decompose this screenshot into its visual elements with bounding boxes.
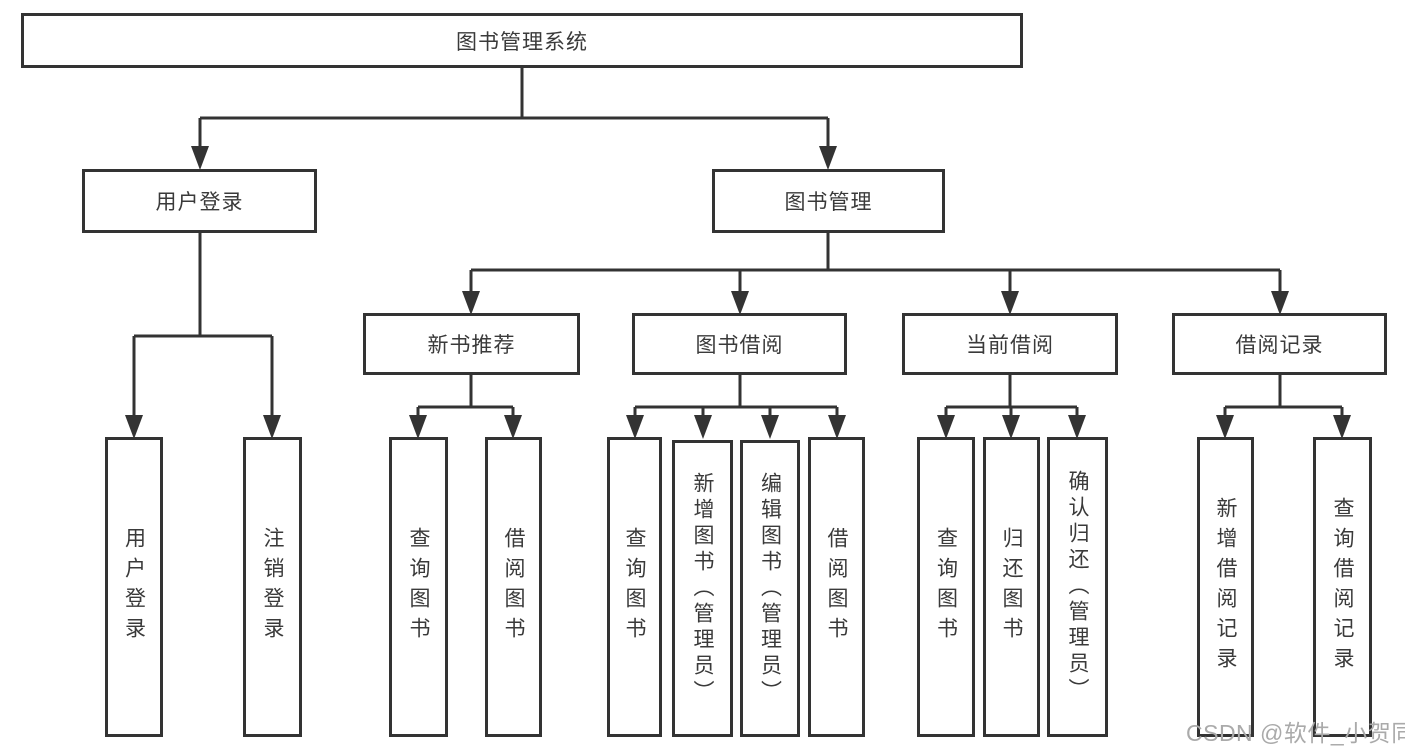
leaf-cb-confirm-return-admin: 确认归还（管理员） xyxy=(1047,437,1108,737)
leaf-logout-label: 注销登录 xyxy=(261,527,284,647)
connector-root-to-level2 xyxy=(191,68,837,170)
node-root: 图书管理系统 xyxy=(21,13,1023,68)
node-user-login: 用户登录 xyxy=(82,169,317,233)
leaf-nbr-query-books: 查询图书 xyxy=(389,437,448,737)
leaf-bb-query-books: 查询图书 xyxy=(607,437,662,737)
leaf-bb-borrow-books-label: 借阅图书 xyxy=(825,527,848,647)
leaf-cb-query-books-label: 查询图书 xyxy=(934,527,958,647)
leaf-br-add-record: 新增借阅记录 xyxy=(1197,437,1254,737)
node-borrow-records: 借阅记录 xyxy=(1172,313,1387,375)
leaf-user-login: 用户登录 xyxy=(105,437,163,737)
leaf-bb-query-books-label: 查询图书 xyxy=(623,527,646,647)
leaf-bb-borrow-books: 借阅图书 xyxy=(808,437,865,737)
leaf-bb-add-books-admin: 新增图书（管理员） xyxy=(672,440,733,737)
connector-currentborrow-to-leaves xyxy=(937,375,1086,439)
leaf-bb-edit-books-admin-label: 编辑图书（管理员） xyxy=(758,471,782,706)
watermark: CSDN @软件_小贺同学 xyxy=(1186,720,1405,746)
leaf-cb-confirm-return-admin-label: 确认归还（管理员） xyxy=(1066,470,1089,704)
node-new-book-recommend: 新书推荐 xyxy=(363,313,580,375)
node-book-borrow-label: 图书借阅 xyxy=(695,334,784,357)
connector-bookmgmt-to-level3 xyxy=(462,233,1289,315)
leaf-cb-return-books-label: 归还图书 xyxy=(1000,527,1023,647)
node-new-book-recommend-label: 新书推荐 xyxy=(427,334,516,357)
connector-bookborrow-to-leaves xyxy=(626,375,846,439)
node-current-borrow: 当前借阅 xyxy=(902,313,1118,375)
leaf-bb-add-books-admin-label: 新增图书（管理员） xyxy=(691,471,714,706)
connector-userlogin-to-leaves xyxy=(125,233,281,439)
leaf-nbr-borrow-books: 借阅图书 xyxy=(485,437,542,737)
leaf-cb-return-books: 归还图书 xyxy=(983,437,1040,737)
leaf-nbr-borrow-books-label: 借阅图书 xyxy=(502,527,525,647)
leaf-bb-edit-books-admin: 编辑图书（管理员） xyxy=(740,440,800,737)
leaf-br-query-record: 查询借阅记录 xyxy=(1313,437,1372,737)
node-user-login-label: 用户登录 xyxy=(155,191,244,214)
node-borrow-records-label: 借阅记录 xyxy=(1235,334,1324,357)
connector-records-to-leaves xyxy=(1216,375,1351,439)
leaf-nbr-query-books-label: 查询图书 xyxy=(407,527,430,647)
leaf-cb-query-books: 查询图书 xyxy=(917,437,975,737)
connector-newbook-to-leaves xyxy=(409,375,522,439)
leaf-br-query-record-label: 查询借阅记录 xyxy=(1331,497,1354,677)
node-book-management-label: 图书管理 xyxy=(784,191,873,214)
node-book-borrow: 图书借阅 xyxy=(632,313,847,375)
node-current-borrow-label: 当前借阅 xyxy=(966,334,1054,357)
node-book-management: 图书管理 xyxy=(712,169,945,233)
leaf-br-add-record-label: 新增借阅记录 xyxy=(1214,497,1237,677)
leaf-user-login-label: 用户登录 xyxy=(122,527,146,647)
node-root-label: 图书管理系统 xyxy=(456,30,588,54)
leaf-logout: 注销登录 xyxy=(243,437,302,737)
